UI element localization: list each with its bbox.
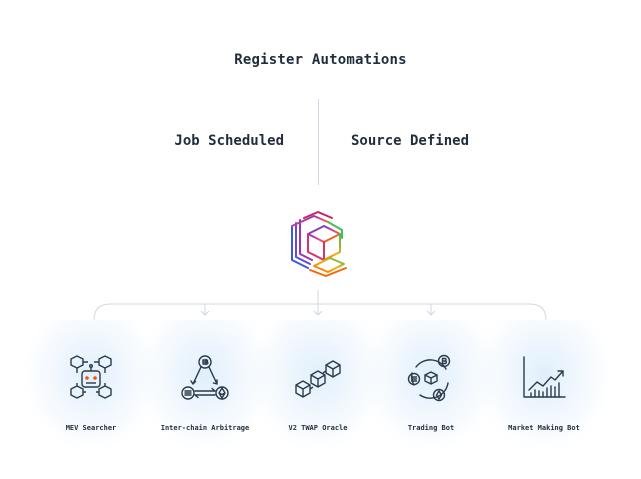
use-case-label: Trading Bot (407, 424, 455, 432)
use-case-label: Market Making Bot (508, 424, 580, 432)
chart-growth-icon (523, 356, 566, 398)
use-case-label: V2 TWAP Oracle (288, 424, 348, 432)
divider-line (318, 99, 319, 185)
use-case-label: Inter-chain Arbitrage (160, 424, 250, 432)
cube-chain-icon (295, 360, 341, 398)
branch-source-defined: Source Defined (351, 133, 470, 149)
branch-connector (93, 290, 547, 321)
robot-network-icon (70, 355, 112, 399)
use-case-inter-chain-arbitrage: Inter-chain Arbitrage (139, 320, 271, 460)
use-case-v2-twap-oracle: V2 TWAP Oracle (252, 320, 384, 460)
branch-job-scheduled: Job Scheduled (174, 133, 284, 149)
crypto-cycle-icon (181, 355, 229, 400)
page-title: Register Automations (234, 52, 407, 68)
automation-cube-logo-icon (291, 211, 347, 277)
use-case-mev-searcher: MEV Searcher (25, 320, 157, 460)
use-case-trading-bot: Trading Bot (365, 320, 497, 460)
crypto-orbit-icon (407, 354, 451, 402)
use-case-market-making-bot: Market Making Bot (478, 320, 610, 460)
use-case-label: MEV Searcher (65, 424, 117, 432)
